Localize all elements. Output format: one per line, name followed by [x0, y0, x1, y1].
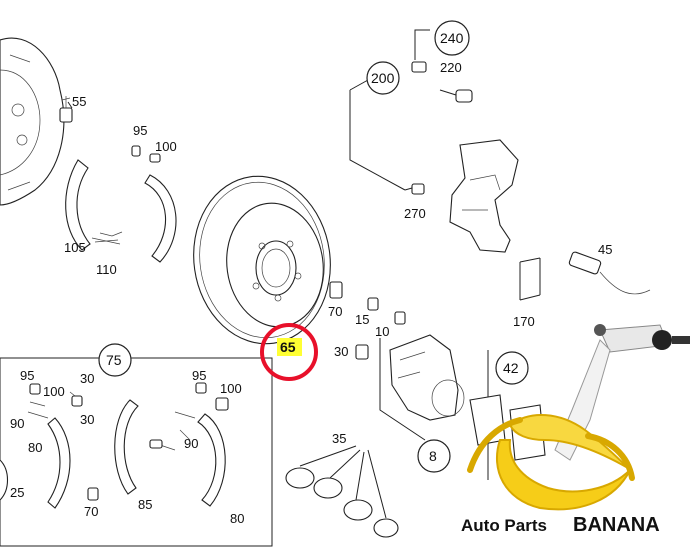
label-95c: 95 — [192, 368, 206, 383]
label-10: 10 — [375, 324, 389, 339]
highlight-65[interactable]: 65 — [260, 323, 318, 381]
highlight-ring — [260, 323, 318, 381]
label-100a: 100 — [155, 139, 177, 154]
label-30c: 30 — [80, 412, 94, 427]
parking-brake-shoes — [65, 145, 177, 263]
label-100c: 100 — [220, 381, 242, 396]
label-70b: 70 — [84, 504, 98, 519]
label-35: 35 — [332, 431, 346, 446]
label-240: 240 — [440, 30, 464, 46]
label-15: 15 — [355, 312, 369, 327]
brake-disc — [193, 175, 331, 345]
label-80a: 80 — [28, 440, 42, 455]
small-bolts — [329, 281, 406, 360]
backing-plate — [0, 37, 65, 206]
wear-sensor — [568, 251, 651, 295]
label-70a: 70 — [328, 304, 342, 319]
watermark-text-b: BANANA — [573, 514, 660, 536]
label-110: 110 — [96, 262, 117, 277]
watermark-text-a: Auto Parts — [461, 516, 547, 535]
bolt-55 — [59, 96, 73, 123]
label-170: 170 — [513, 314, 535, 329]
label-105: 105 — [64, 240, 86, 255]
banana-logo — [467, 414, 635, 511]
label-220: 220 — [440, 60, 462, 75]
part-labels: 240 220 200 270 45 170 55 95 100 105 110… — [10, 30, 612, 526]
label-100b: 100 — [43, 384, 65, 399]
label-90a: 90 — [10, 416, 24, 431]
label-95a: 95 — [133, 123, 147, 138]
label-55: 55 — [72, 94, 86, 109]
label-42: 42 — [503, 360, 519, 376]
label-270: 270 — [404, 206, 426, 221]
seal-kit — [285, 445, 399, 538]
label-95b: 95 — [20, 368, 34, 383]
callouts — [98, 20, 529, 473]
label-80b: 80 — [230, 511, 244, 526]
label-65: 65 — [280, 339, 296, 355]
label-85: 85 — [138, 497, 152, 512]
label-8: 8 — [429, 448, 437, 464]
spring-clip — [519, 257, 541, 301]
highlight-marker — [277, 338, 302, 356]
label-90b: 90 — [184, 436, 198, 451]
box-75 — [0, 357, 273, 547]
label-200: 200 — [371, 70, 395, 86]
label-25: 25 — [10, 485, 24, 500]
caliper-carrier — [349, 29, 519, 253]
label-30a: 30 — [334, 344, 348, 359]
brake-caliper — [379, 334, 465, 441]
label-30b: 30 — [80, 371, 94, 386]
label-45: 45 — [598, 242, 612, 257]
label-75: 75 — [106, 352, 122, 368]
